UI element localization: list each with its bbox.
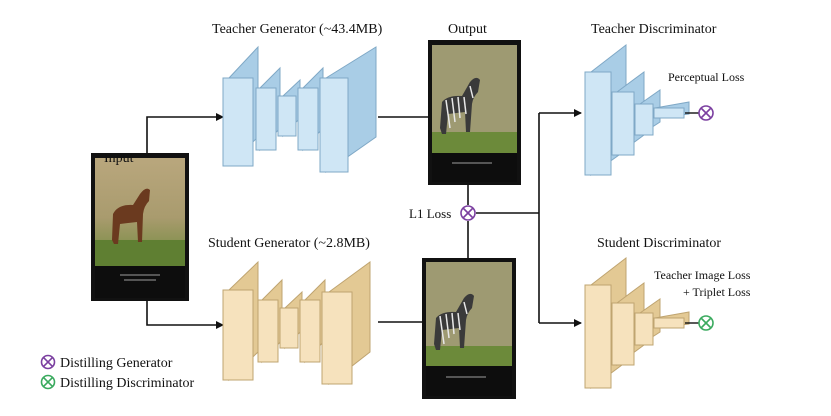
- legend: Distilling Generator Distilling Discrimi…: [40, 354, 194, 391]
- legend-distilling-discriminator: Distilling Discriminator: [60, 376, 194, 391]
- perceptual-loss-label: Perceptual Loss: [668, 70, 745, 84]
- teacher-generator: [222, 45, 377, 173]
- teacher-image-loss-label: Teacher Image Loss: [654, 268, 751, 282]
- output-label: Output: [448, 22, 487, 37]
- input-label: Input: [104, 151, 134, 166]
- student-discriminator-label: Student Discriminator: [597, 236, 721, 251]
- l1-loss-label: L1 Loss: [409, 206, 451, 221]
- student-discriminator: [584, 256, 690, 389]
- distilling-generator-icon: [40, 354, 56, 370]
- student-generator-label: Student Generator (~2.8MB): [208, 236, 370, 251]
- student-output-image: [422, 258, 516, 399]
- perceptual-loss-node: [698, 105, 714, 121]
- input-image: [91, 153, 189, 301]
- teacher-discriminator: [584, 43, 690, 176]
- teacher-generator-label: Teacher Generator (~43.4MB): [212, 22, 383, 37]
- student-generator: [222, 260, 371, 386]
- distilling-discriminator-icon: [40, 374, 56, 390]
- teacher-discriminator-label: Teacher Discriminator: [591, 22, 717, 37]
- teacher-image-loss-node: [698, 315, 714, 331]
- legend-distilling-generator: Distilling Generator: [60, 356, 173, 371]
- l1-loss-node: [460, 205, 476, 221]
- teacher-output-image: [428, 40, 521, 185]
- connectors: [146, 109, 582, 329]
- triplet-loss-label: + Triplet Loss: [683, 285, 751, 299]
